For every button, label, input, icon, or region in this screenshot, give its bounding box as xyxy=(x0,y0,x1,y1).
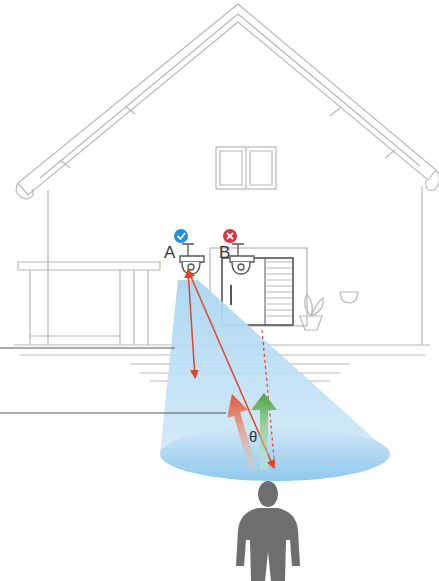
motion-arrow xyxy=(227,394,257,472)
angle-label: θ xyxy=(249,428,257,446)
cross-mark xyxy=(227,233,233,239)
camera-a xyxy=(180,244,204,274)
coverage-floor xyxy=(160,427,390,481)
camera-label: A xyxy=(164,244,175,262)
person-silhouette xyxy=(236,481,300,581)
check-badge xyxy=(174,229,188,243)
distance-arrow xyxy=(188,270,195,378)
leader-line xyxy=(0,348,175,349)
camera-label: B xyxy=(219,244,230,262)
cross-badge xyxy=(223,229,237,243)
check-mark xyxy=(178,233,186,239)
leader-line xyxy=(0,413,226,414)
camera-b xyxy=(230,244,254,274)
